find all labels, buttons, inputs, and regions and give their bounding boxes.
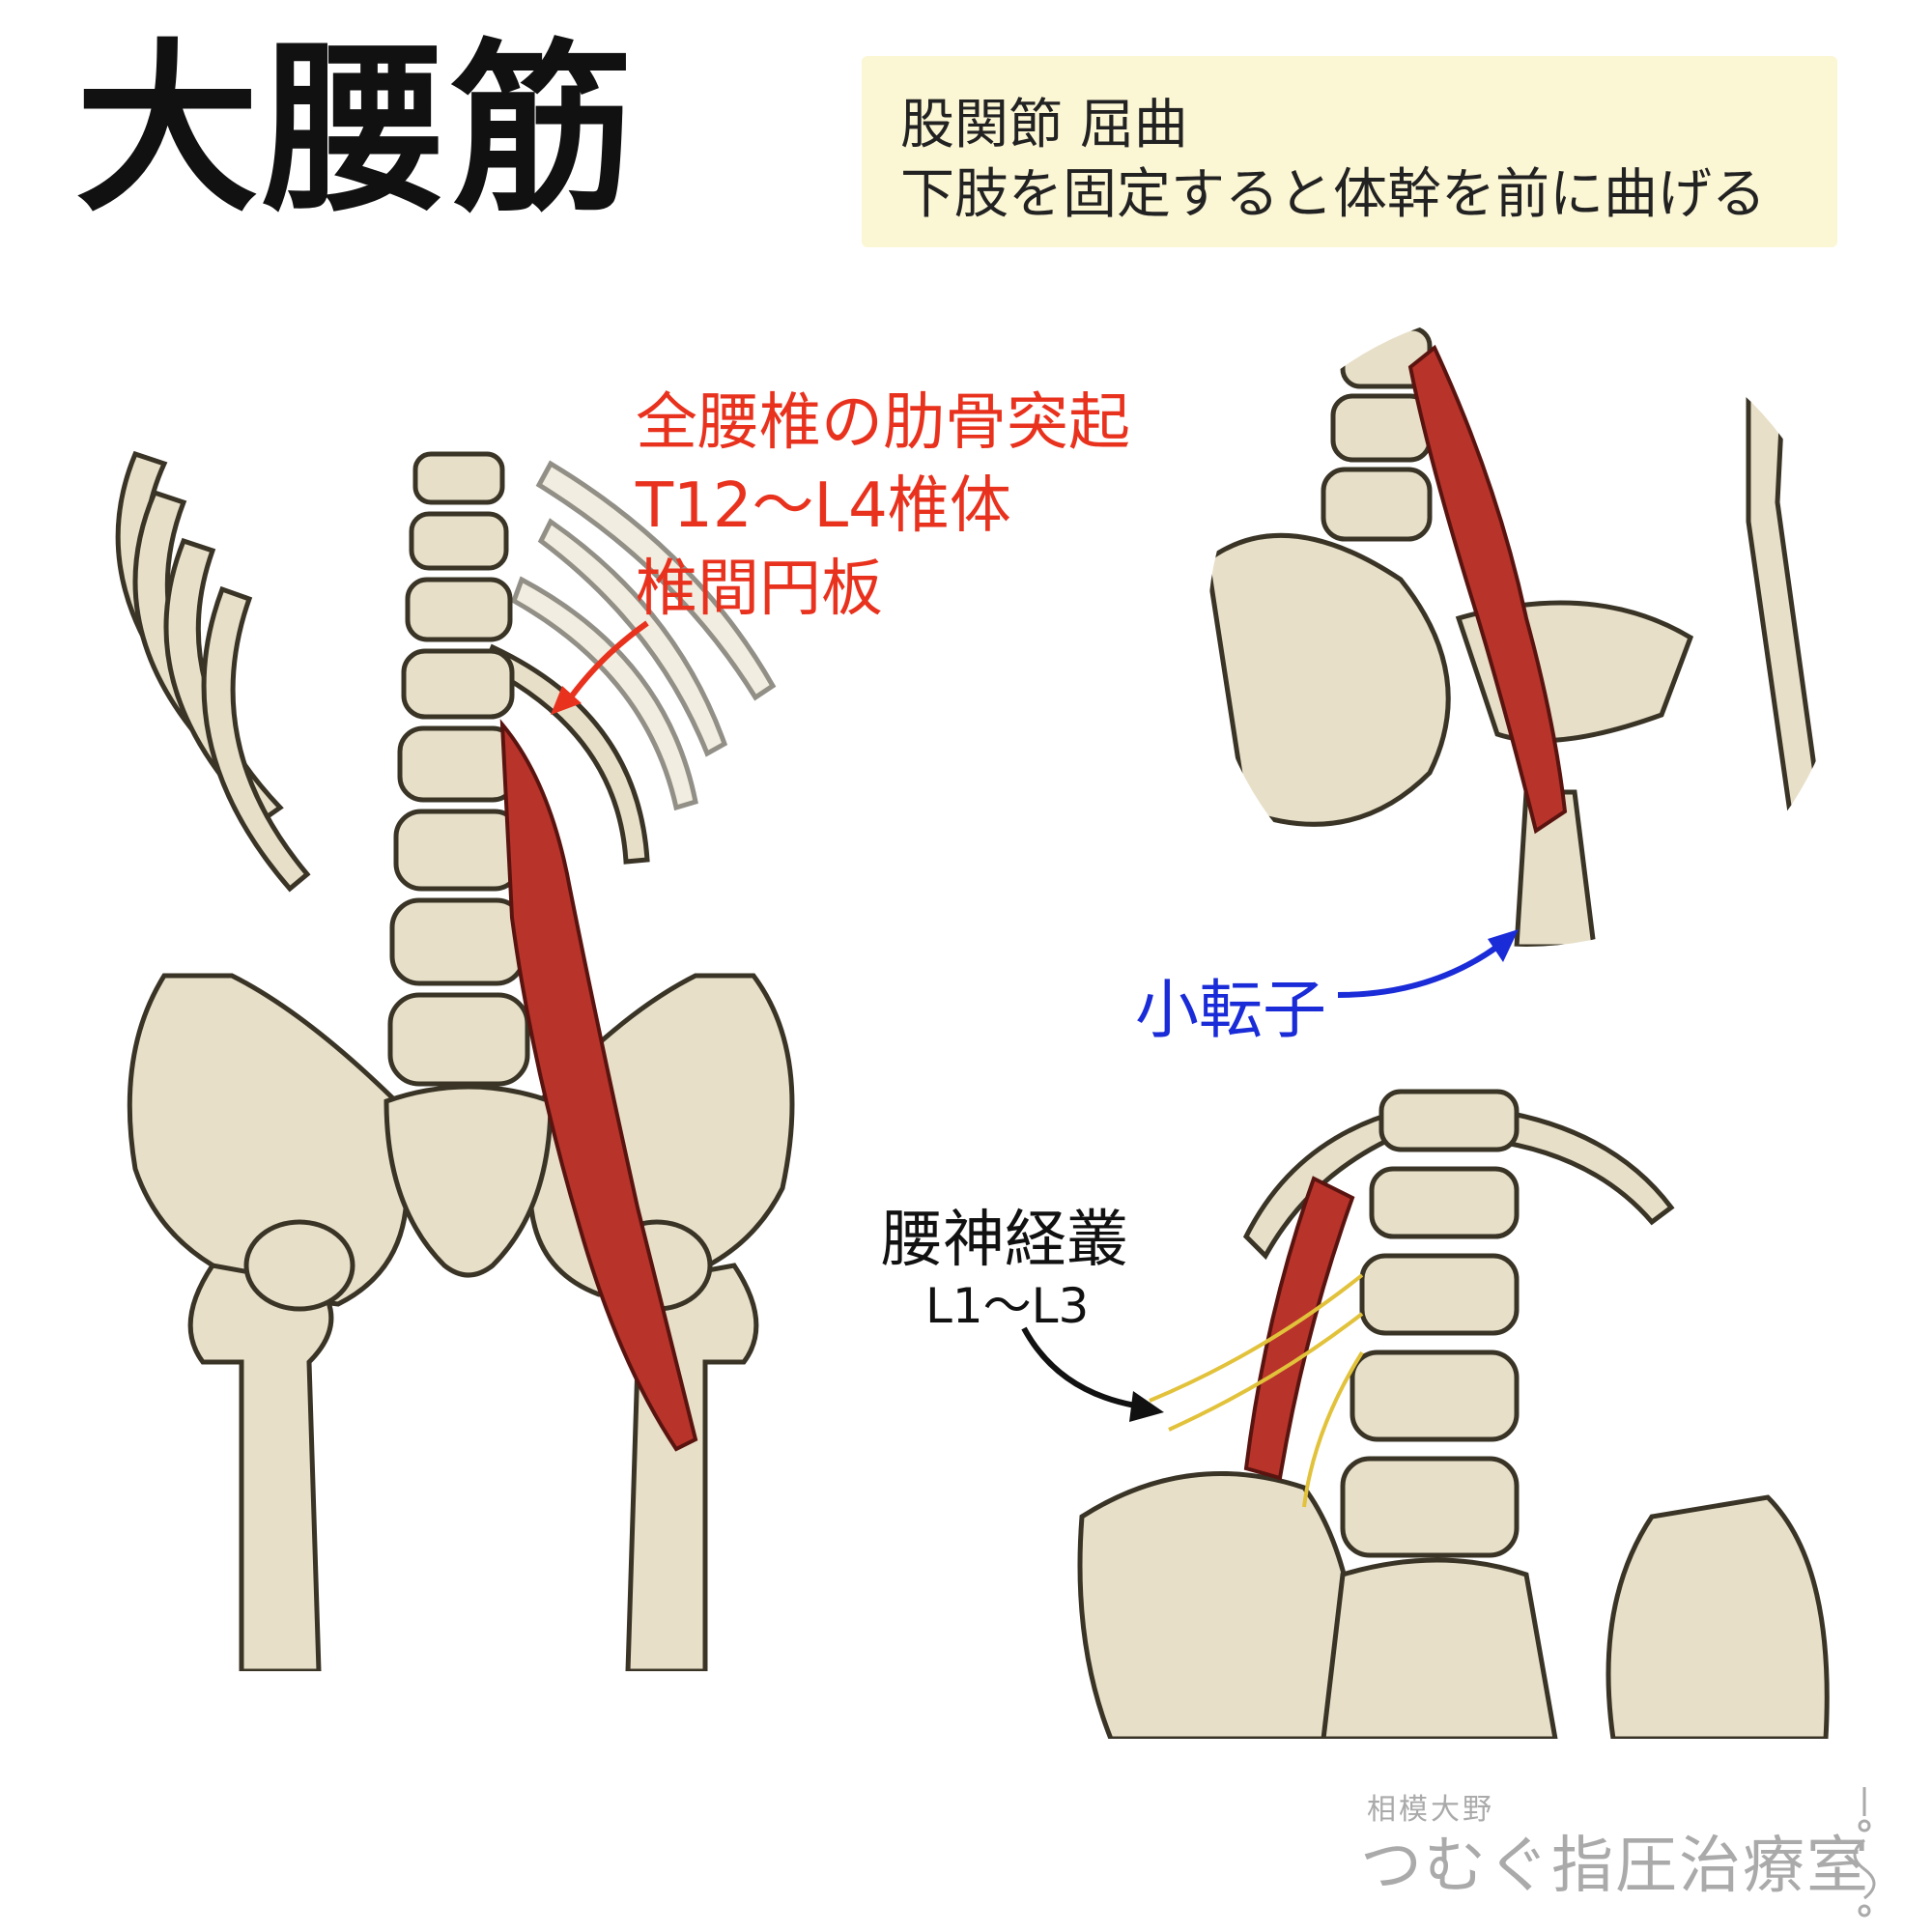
nerve-arrow <box>1021 1326 1164 1422</box>
action-line-1: 股関節 屈曲 <box>900 94 1188 156</box>
watermark-logo-icon <box>1853 1787 1876 1918</box>
psoas-closeup-muscle <box>1407 344 1568 835</box>
watermark-subtitle: 相模大野 <box>1367 1793 1494 1827</box>
nerve-label: 腰神経叢 <box>881 1205 1128 1276</box>
psoas-major-muscle <box>499 719 698 1452</box>
posterior-view-illustration <box>1077 1089 1830 1739</box>
origin-label-2: T12〜L4椎体 <box>636 470 1011 542</box>
insertion-arrow <box>1337 929 1519 998</box>
action-line-2: 下肢を固定すると体幹を前に曲げる <box>900 163 1766 226</box>
origin-label-group: 全腰椎の肋骨突起 T12〜L4椎体 椎間円板 <box>636 382 1130 631</box>
page-title: 大腰筋 <box>75 23 639 237</box>
psoas-posterior-muscle <box>1243 1176 1355 1481</box>
origin-label-3: 椎間円板 <box>636 554 883 625</box>
front-view-illustration <box>115 450 795 1671</box>
origin-label-1: 全腰椎の肋骨突起 <box>636 387 1130 459</box>
origin-arrow <box>551 620 649 715</box>
insertion-label: 小転子 <box>1135 973 1326 1047</box>
nerve-levels-label: L1〜L3 <box>925 1278 1090 1334</box>
hip-closeup-illustration <box>1208 309 1826 947</box>
watermark-name: つむぐ指圧治療室 <box>1360 1831 1870 1902</box>
action-info-box: 股関節 屈曲 下肢を固定すると体幹を前に曲げる <box>862 56 1837 247</box>
lumbar-plexus-nerves <box>1149 1273 1364 1508</box>
